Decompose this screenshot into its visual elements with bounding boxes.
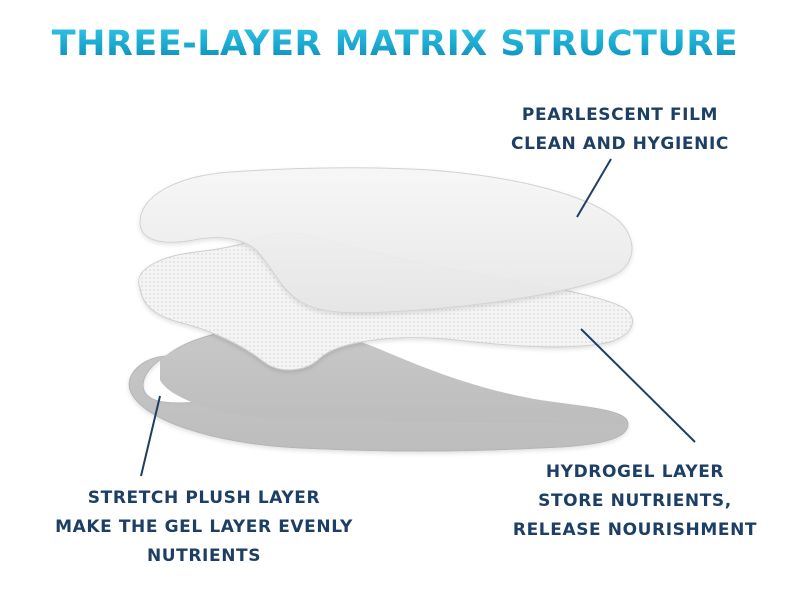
label-line: PEARLESCENT FILM <box>521 105 719 125</box>
leader-line-left <box>140 395 161 477</box>
leader-line-top <box>576 158 612 218</box>
label-line: CLEAN AND HYGIENIC <box>511 134 729 154</box>
label-stretch-plush-layer: STRETCH PLUSH LAYER MAKE THE GEL LAYER E… <box>14 484 394 571</box>
label-line: STRETCH PLUSH LAYER <box>87 488 321 508</box>
label-line: STORE NUTRIENTS, <box>538 491 732 511</box>
leader-line-right <box>580 328 696 443</box>
film-layer <box>139 167 633 314</box>
page-title: THREE-LAYER MATRIX STRUCTURE <box>0 24 790 64</box>
label-hydrogel-layer: HYDROGEL LAYER STORE NUTRIENTS, RELEASE … <box>480 458 790 545</box>
label-pearlescent-film: PEARLESCENT FILM CLEAN AND HYGIENIC <box>470 101 770 159</box>
label-line: HYDROGEL LAYER <box>545 462 725 482</box>
label-line: RELEASE NOURISHMENT <box>512 520 758 540</box>
label-line: MAKE THE GEL LAYER EVENLY <box>55 517 353 537</box>
label-line: NUTRIENTS <box>146 546 262 566</box>
